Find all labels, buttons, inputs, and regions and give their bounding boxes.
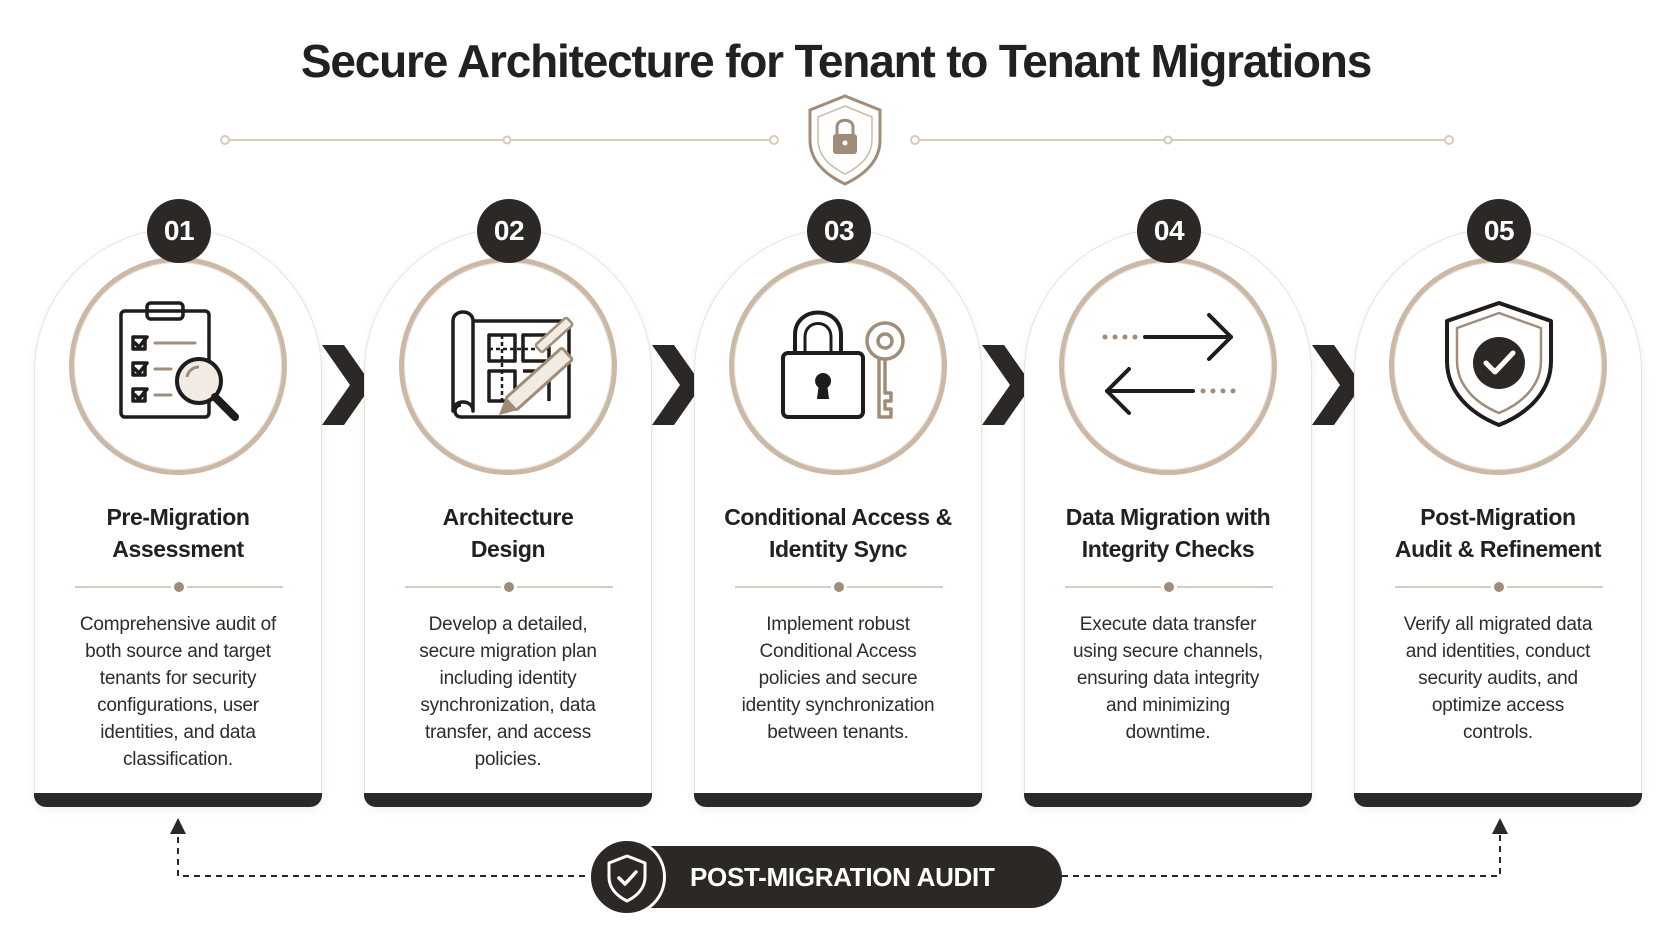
- padlock-key-icon: [781, 310, 905, 419]
- divider: [405, 581, 613, 593]
- audit-icon-circle: [588, 838, 666, 916]
- step-number-badge: 01: [147, 199, 211, 263]
- step-card-3: 03 Conditional Access &Identity Sync Imp…: [694, 199, 982, 807]
- divider: [75, 581, 283, 593]
- divider: [1395, 581, 1603, 593]
- shield-check-icon: [1445, 301, 1553, 427]
- shield-lock-icon: [808, 94, 882, 186]
- audit-label: POST-MIGRATION AUDIT: [690, 862, 995, 892]
- transfer-arrows-icon: [1102, 313, 1236, 415]
- shield-check-icon: [607, 854, 647, 903]
- chevron-right-icon: [1312, 345, 1362, 425]
- step-number-badge: 04: [1137, 199, 1201, 263]
- divider: [735, 581, 943, 593]
- blueprint-pencil-icon: [451, 310, 574, 419]
- chevron-right-icon: [322, 345, 372, 425]
- step-description: Develop a detailed,secure migration plan…: [419, 614, 597, 770]
- feedback-loop: [177, 826, 1501, 877]
- chevron-right-icon: [982, 345, 1032, 425]
- divider: [1065, 581, 1273, 593]
- post-migration-audit-banner: [592, 846, 1062, 908]
- step-title: Conditional Access &Identity Sync: [724, 504, 952, 562]
- page-title: Secure Architecture for Tenant to Tenant…: [300, 35, 1372, 87]
- feedback-arrowheads: [170, 818, 1508, 834]
- chevron-right-icon: [652, 345, 702, 425]
- step-number-badge: 05: [1467, 199, 1531, 263]
- clipboard-magnifier-icon: [119, 301, 239, 421]
- step-number-badge: 02: [477, 199, 541, 263]
- header-timeline: [220, 135, 1454, 145]
- step-number-badge: 03: [807, 199, 871, 263]
